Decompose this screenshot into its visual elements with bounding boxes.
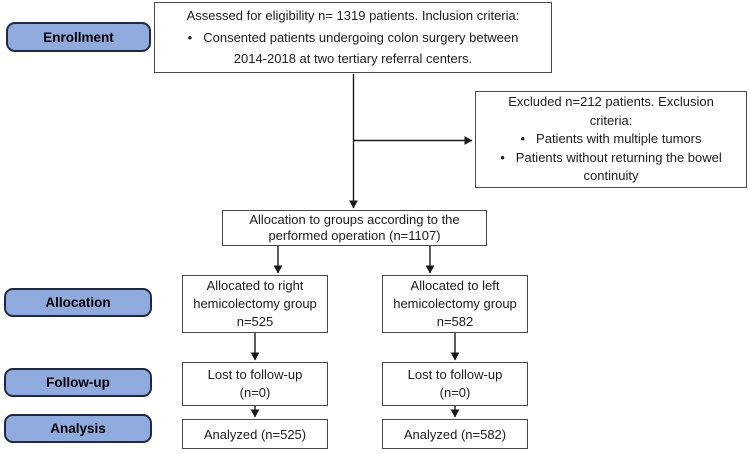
group-count: n=582 <box>436 314 474 329</box>
group-text-line: hemicolectomy group <box>393 296 517 311</box>
group-text-line: hemicolectomy group <box>193 296 317 311</box>
analyzed-left-box: Analyzed (n=582) <box>382 419 528 449</box>
followup-left-box: Lost to follow-up (n=0) <box>382 362 528 406</box>
followup-right-box: Lost to follow-up (n=0) <box>182 362 328 406</box>
stage-label-followup: Follow-up <box>4 368 152 397</box>
stage-label-text: Follow-up <box>46 375 110 390</box>
stage-label-allocation: Allocation <box>4 288 152 317</box>
excluded-bullet-text: Patients without returning the bowel <box>515 149 722 165</box>
excluded-bullet-continuation: continuity <box>583 168 639 184</box>
analyzed-right-box: Analyzed (n=525) <box>182 419 328 449</box>
stage-label-analysis: Analysis <box>4 414 152 443</box>
eligibility-box: Assessed for eligibility n= 1319 patient… <box>154 2 552 73</box>
eligibility-bullet-text: Consented patients undergoing colon surg… <box>203 29 519 45</box>
stage-label-text: Analysis <box>50 421 106 436</box>
right-hemicolectomy-box: Allocated to right hemicolectomy group n… <box>182 275 328 333</box>
stage-label-text: Allocation <box>45 295 111 310</box>
group-count: n=525 <box>236 314 274 329</box>
excluded-heading: Excluded n=212 patients. Exclusion <box>508 94 714 110</box>
excluded-box: Excluded n=212 patients. Exclusion crite… <box>475 91 747 188</box>
excluded-bullet-line: • Patients without returning the bowel <box>500 149 722 168</box>
followup-text-line: Lost to follow-up <box>407 366 503 382</box>
bullet-icon: • <box>520 131 526 147</box>
group-text-line: Allocated to right <box>206 278 304 293</box>
group-text-line: Allocated to left <box>410 278 500 293</box>
eligibility-bullet-line: • Consented patients undergoing colon sur… <box>188 27 519 49</box>
allocation-box: Allocation to groups according to the pe… <box>222 210 487 246</box>
analyzed-text: Analyzed (n=582) <box>403 426 507 442</box>
stage-label-text: Enrollment <box>43 29 114 45</box>
allocation-text-line: performed operation (n=1107) <box>268 228 441 243</box>
eligibility-continuation: 2014-2018 at two tertiary referral cente… <box>233 51 473 67</box>
followup-count: (n=0) <box>239 385 271 400</box>
excluded-bullet-line: • Patients with multiple tumors <box>520 130 701 149</box>
excluded-heading-continuation: criteria: <box>589 112 633 128</box>
excluded-bullet-text: Patients with multiple tumors <box>536 131 702 147</box>
stage-label-enrollment: Enrollment <box>6 22 151 52</box>
bullet-icon: • <box>500 149 505 165</box>
analyzed-text: Analyzed (n=525) <box>203 426 307 442</box>
bullet-icon: • <box>187 29 193 45</box>
followup-text-line: Lost to follow-up <box>207 366 303 382</box>
allocation-text-line: Allocation to groups according to the <box>249 211 460 227</box>
eligibility-heading: Assessed for eligibility n= 1319 patient… <box>186 8 520 24</box>
followup-count: (n=0) <box>439 385 471 400</box>
left-hemicolectomy-box: Allocated to left hemicolectomy group n=… <box>382 275 528 333</box>
